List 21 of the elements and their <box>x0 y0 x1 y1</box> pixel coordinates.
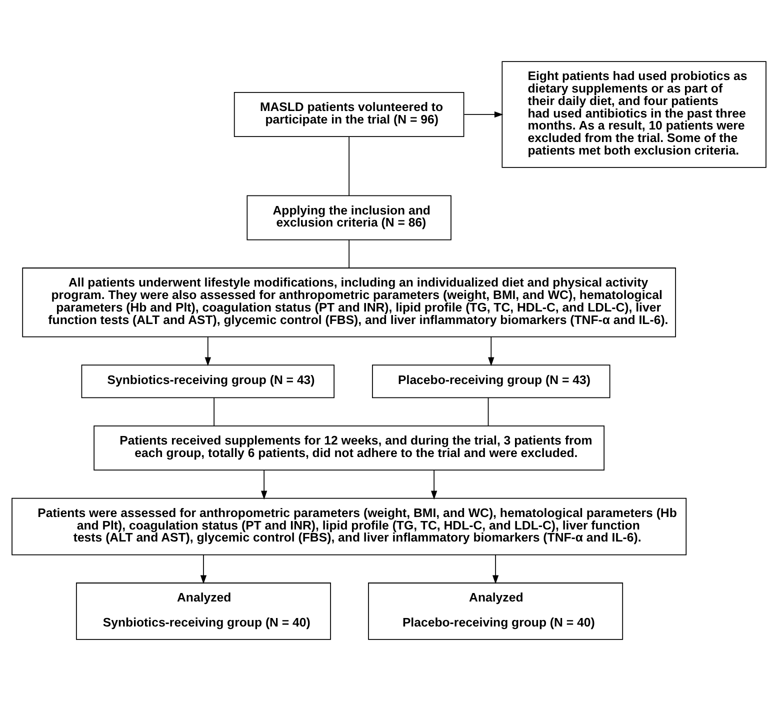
arrow <box>488 336 494 366</box>
node-box: Eight patients had used probiotics as dietary supplements or as part of their daily diet, and four patients had used antibiotics in the past three months. As a result, 10 patients were excluded from the trial. Some of the patients met both exclusion criteria. <box>502 61 766 168</box>
arrow <box>204 336 211 366</box>
arrow <box>464 111 504 118</box>
node-box: Analyzed Placebo-receiving group (N = 40) <box>368 582 624 640</box>
connector <box>348 136 350 196</box>
arrow <box>200 554 207 584</box>
node-box: MASLD patients volunteered to participate in the trial (N = 96) <box>234 92 464 137</box>
node-box: All patients underwent lifestyle modifications, including an individualized diet and physical activity program. They were also assessed for anthropometric parameters (weight, BMI, and WC), hematological parameters (Hb and Plt), coagulation status (PT and INR), lipid profile (TG, TC, HDL-C, and LDL-C), liver function tests (ALT and AST), glycemic control (FBS), and liver inflammatory biomarkers (TNF-α and IL-6). <box>22 268 676 338</box>
arrow <box>260 470 268 500</box>
node-box: Placebo-receiving group (N = 43) <box>372 364 610 398</box>
node-box: Applying the inclusion and exclusion criteria (N = 86) <box>246 195 452 240</box>
connector <box>214 397 215 426</box>
connector <box>488 397 489 426</box>
connector <box>348 240 350 268</box>
arrow <box>430 470 438 500</box>
node-box: Patients were assessed for anthropometric parameters (weight, BMI, and WC), hematological parameters (Hb and Plt), coagulation status (PT and INR), lipid profile (TG, TC, HDL-C, and LDL-C), liver function tests (ALT and AST), glycemic control (FBS), and liver inflammatory biomarkers (TNF-α and IL-6). <box>12 498 687 556</box>
node-box: Patients received supplements for 12 weeks, and during the trial, 3 patients from each group, totally 6 patients, did not adhere to the trial and were excluded. <box>94 426 605 470</box>
node-box: Synbiotics-receiving group (N = 43) <box>81 364 335 398</box>
node-box: Analyzed Synbiotics-receiving group (N = 40) <box>76 582 331 640</box>
arrow <box>492 554 499 584</box>
